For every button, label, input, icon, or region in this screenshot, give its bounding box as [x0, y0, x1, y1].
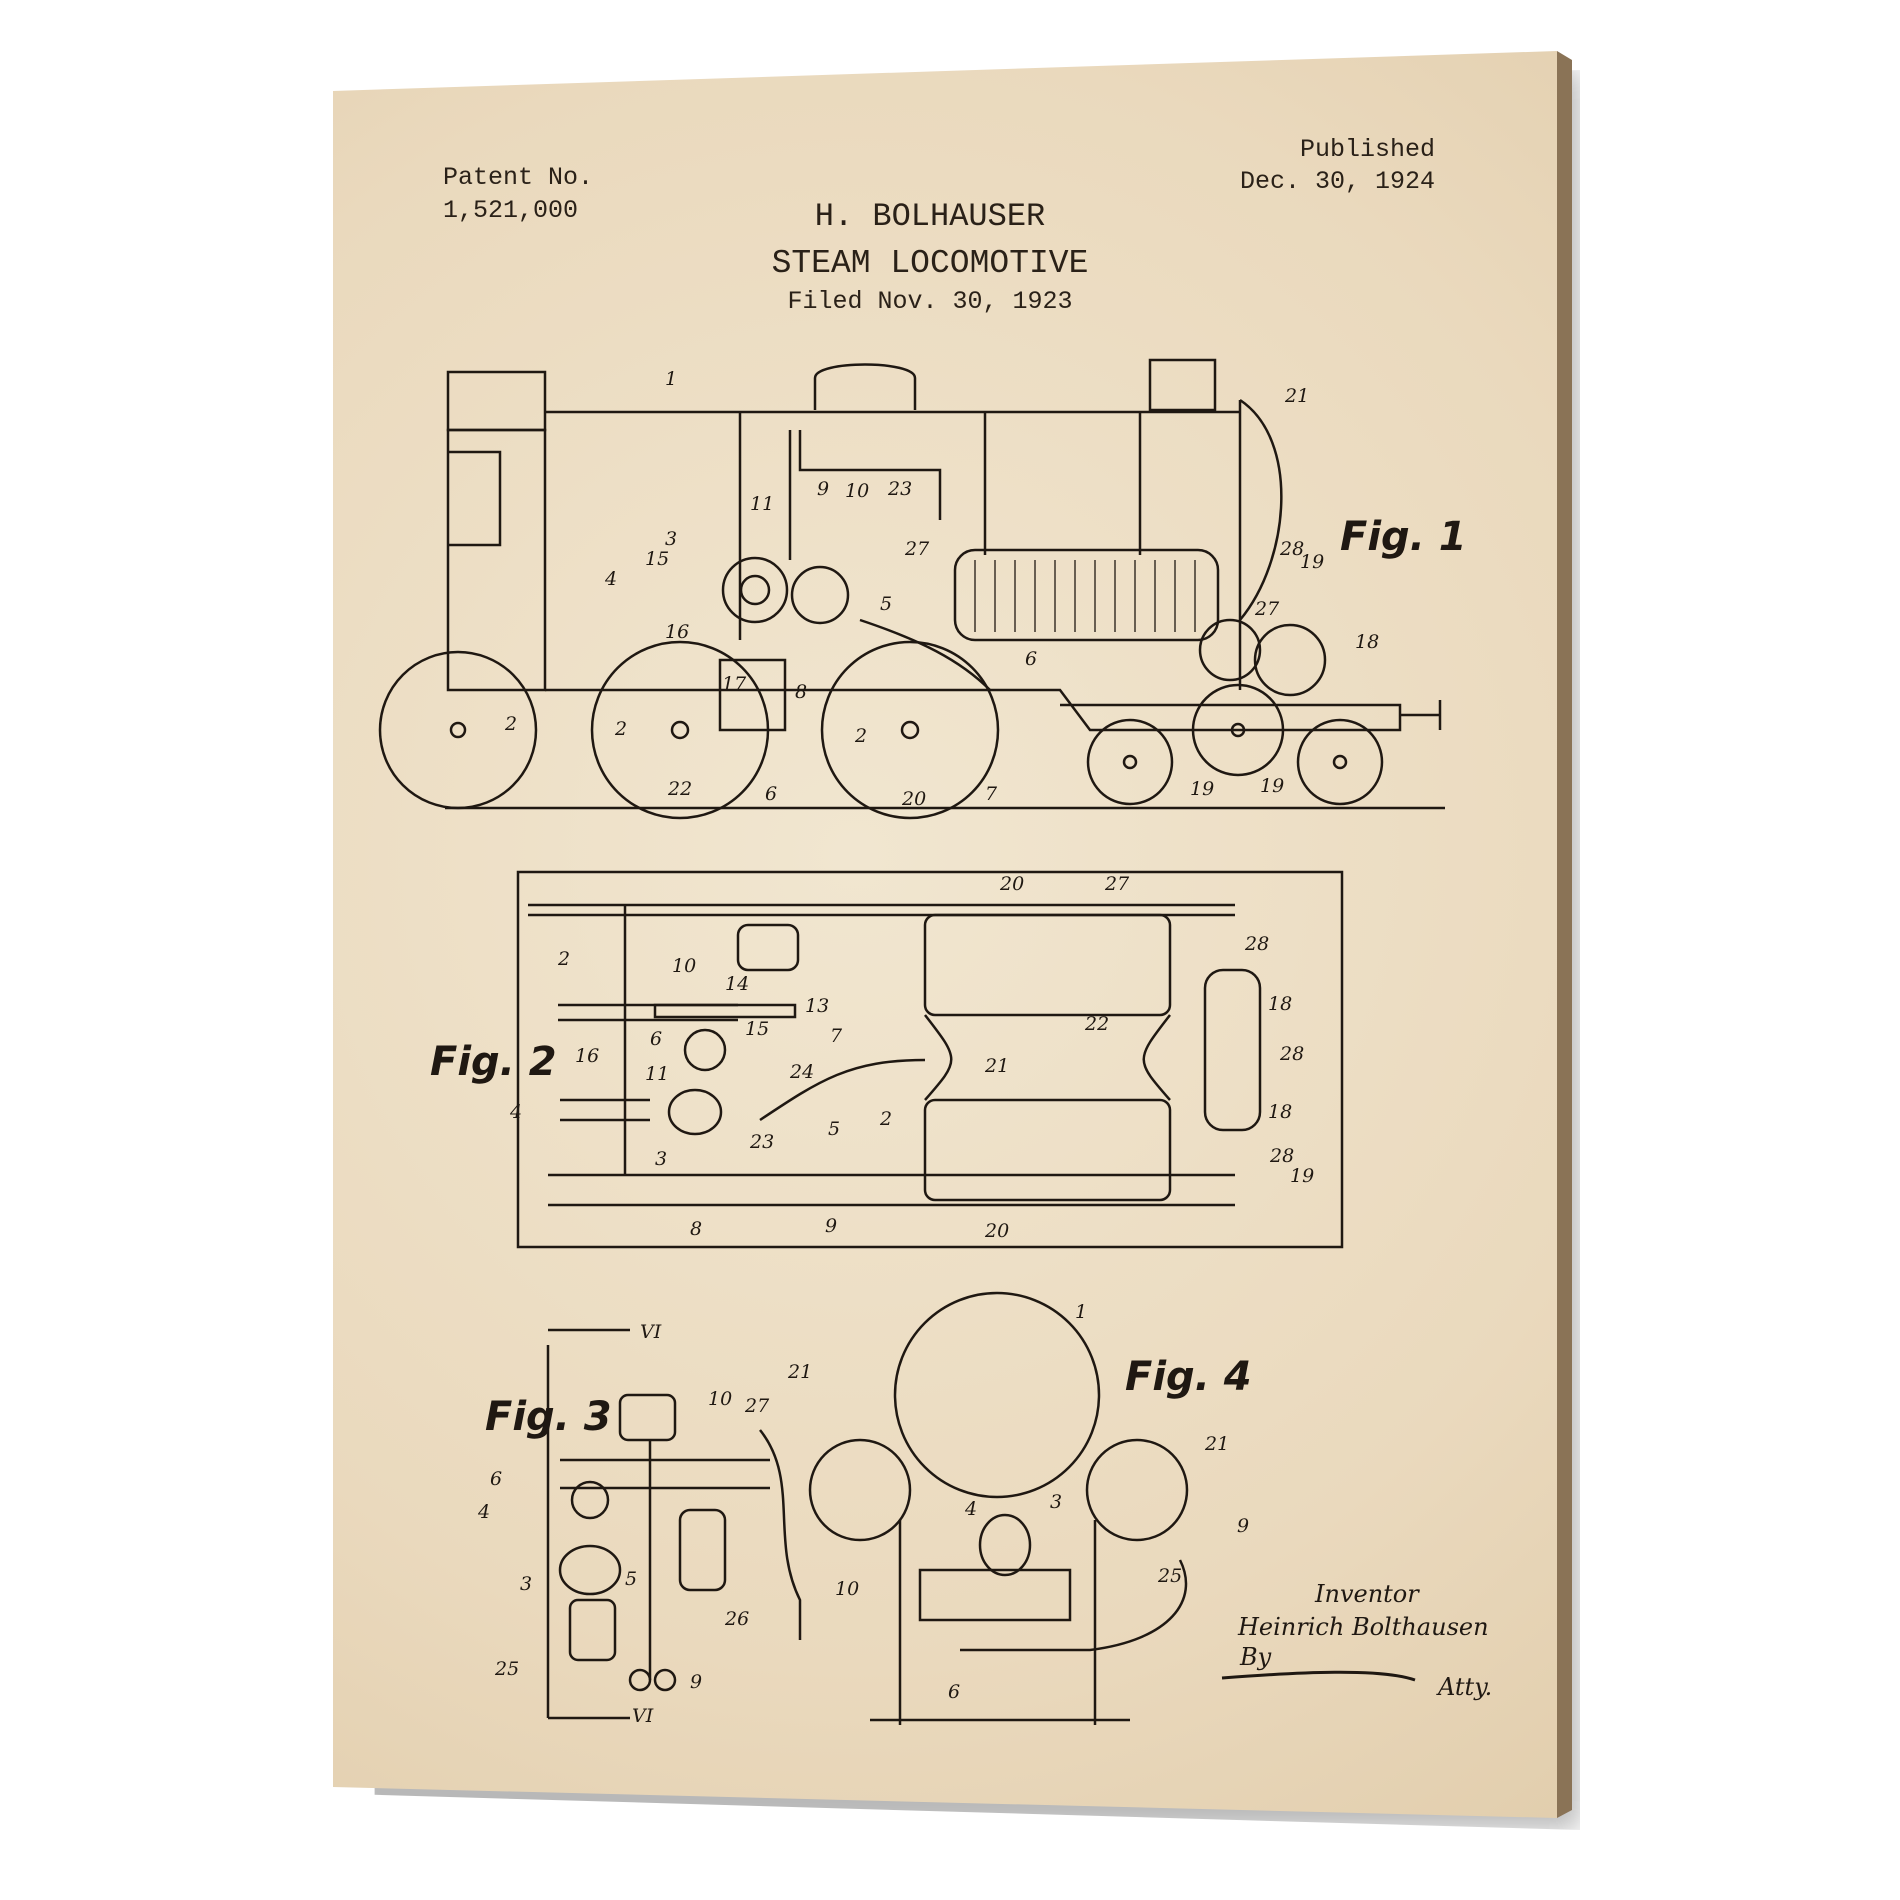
attorney-label: Atty.	[1436, 1673, 1492, 1701]
ref-numeral: 4	[604, 568, 617, 590]
ref-numeral: 19	[1300, 551, 1324, 573]
ref-numeral: 20	[984, 1220, 1009, 1242]
figure-2-label: Fig. 2	[430, 1039, 557, 1085]
ref-numeral: 10	[672, 955, 696, 977]
ref-numeral: 16	[575, 1045, 599, 1067]
inventor-signature-name: Heinrich Bolthausen	[1237, 1613, 1489, 1641]
ref-numeral: 14	[725, 973, 749, 995]
ref-numeral: 16	[665, 621, 689, 643]
ref-numeral: 17	[722, 673, 747, 695]
ref-numeral: 27	[1254, 598, 1280, 620]
ref-numeral: 6	[650, 1028, 662, 1050]
ref-numeral: 2	[504, 713, 517, 735]
ref-numeral: 10	[708, 1388, 732, 1410]
figure-3-section-view: Fig. 3	[485, 1330, 800, 1718]
ref-numeral: 20	[999, 873, 1024, 895]
ref-numeral: 6	[490, 1468, 502, 1490]
figure-4-label: Fig. 4	[1125, 1354, 1252, 1400]
ref-numeral: 23	[887, 478, 912, 500]
ref-numeral: 27	[904, 538, 930, 560]
ref-numeral: 23	[749, 1131, 774, 1153]
ref-numeral: 5	[880, 593, 892, 615]
ref-numeral: 21	[787, 1361, 812, 1383]
ref-numeral: 15	[745, 1018, 769, 1040]
ref-numeral: 18	[1355, 631, 1379, 653]
ref-numeral: 19	[1260, 775, 1284, 797]
ref-numeral: 9	[817, 478, 829, 500]
ref-numeral: 21	[984, 1055, 1009, 1077]
ref-numeral: 26	[724, 1608, 749, 1630]
ref-numeral: 28	[1244, 933, 1269, 955]
ref-numeral: 1	[1075, 1301, 1087, 1323]
ref-numeral: 13	[805, 995, 829, 1017]
figure-3-label: Fig. 3	[485, 1394, 612, 1440]
ref-numeral: VI	[632, 1705, 654, 1727]
ref-numeral: 18	[1268, 993, 1292, 1015]
ref-numeral: 15	[645, 548, 669, 570]
ref-numeral: 11	[645, 1063, 669, 1085]
ref-numeral: 25	[494, 1658, 519, 1680]
ref-numeral: 5	[828, 1118, 840, 1140]
figure-2-plan-view: Fig. 2	[430, 872, 1342, 1247]
ref-numeral: 6	[948, 1681, 960, 1703]
ref-numeral: 25	[1157, 1565, 1182, 1587]
ref-numeral: VI	[640, 1321, 662, 1343]
ref-numeral: 7	[830, 1025, 843, 1047]
ref-numeral: 1	[665, 368, 677, 390]
inventor-signature: Inventor Heinrich Bolthausen By Atty.	[1237, 1580, 1492, 1701]
ref-numeral: 9	[690, 1671, 702, 1693]
ref-numeral: 7	[985, 783, 998, 805]
ref-numeral: 4	[964, 1498, 977, 1520]
ref-numeral: 18	[1268, 1101, 1292, 1123]
ref-numeral: 2	[557, 948, 570, 970]
figure-1-locomotive-side-view: Fig. 1	[380, 360, 1467, 818]
ref-numeral: 21	[1204, 1433, 1229, 1455]
ref-numeral: 9	[825, 1215, 837, 1237]
ref-numeral: 27	[1104, 873, 1130, 895]
ref-numeral: 22	[667, 778, 692, 800]
ref-numeral: 3	[1050, 1491, 1062, 1513]
ref-numeral: 4	[477, 1501, 490, 1523]
ref-numeral: 28	[1269, 1145, 1294, 1167]
attorney-signature-flourish	[1222, 1672, 1415, 1680]
figure-4-front-section: Fig. 4	[810, 1293, 1252, 1725]
ref-numeral: 3	[665, 528, 677, 550]
ref-numeral: 10	[845, 480, 869, 502]
ref-numeral: 28	[1279, 1043, 1304, 1065]
reference-numerals: 1 21 9 10 23 11 3 15 4 16 27 5 28 19 27 …	[477, 368, 1379, 1727]
ref-numeral: 27	[744, 1395, 770, 1417]
ref-numeral: 8	[795, 681, 807, 703]
ref-numeral: 19	[1190, 778, 1214, 800]
figure-1-label: Fig. 1	[1340, 514, 1467, 560]
ref-numeral: 21	[1284, 385, 1309, 407]
ref-numeral: 2	[854, 725, 867, 747]
ref-numeral: 11	[750, 493, 774, 515]
ref-numeral: 19	[1290, 1165, 1314, 1187]
by-label: By	[1239, 1643, 1272, 1671]
inventor-label: Inventor	[1314, 1580, 1420, 1608]
ref-numeral: 2	[879, 1108, 892, 1130]
ref-numeral: 3	[655, 1148, 667, 1170]
ref-numeral: 20	[901, 788, 926, 810]
ref-numeral: 24	[789, 1061, 814, 1083]
ref-numeral: 6	[1025, 648, 1037, 670]
ref-numeral: 4	[509, 1101, 522, 1123]
ref-numeral: 3	[520, 1573, 532, 1595]
ref-numeral: 22	[1084, 1013, 1109, 1035]
ref-numeral: 9	[1237, 1515, 1249, 1537]
ref-numeral: 6	[765, 783, 777, 805]
ref-numeral: 10	[835, 1578, 859, 1600]
ref-numeral: 2	[614, 718, 627, 740]
ref-numeral: 5	[625, 1568, 637, 1590]
ref-numeral: 8	[690, 1218, 702, 1240]
